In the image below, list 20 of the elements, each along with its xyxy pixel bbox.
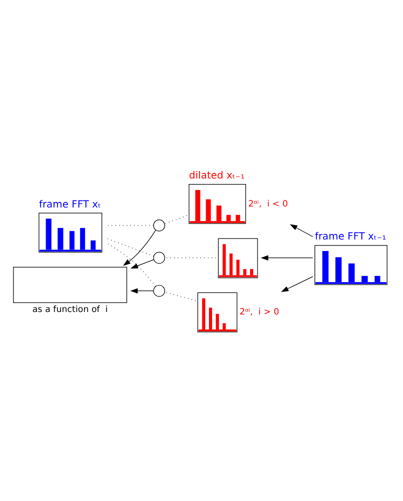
arrow (260, 254, 314, 260)
node-circle (153, 219, 166, 231)
arrow (290, 224, 314, 237)
arrow (130, 258, 154, 268)
connector (164, 291, 196, 300)
connector (106, 237, 154, 256)
node-box (13, 266, 128, 302)
node-circle (153, 251, 166, 264)
connector (106, 242, 156, 286)
node-label: frame FFT xₜ₋₁ (314, 231, 386, 242)
connector (164, 257, 216, 258)
node-label: as a function of i (32, 304, 108, 315)
node-label: 2ᵅⁱ, i < 0 (248, 198, 288, 209)
node-circle (153, 284, 166, 296)
node-label: dilated xₜ₋₁ (189, 170, 245, 182)
arrow (130, 288, 154, 293)
node-label: frame FFT xₜ (38, 198, 102, 210)
arrow (123, 229, 156, 266)
node-label: 2ᵅⁱ, i > 0 (239, 307, 280, 318)
arrow (281, 276, 314, 292)
